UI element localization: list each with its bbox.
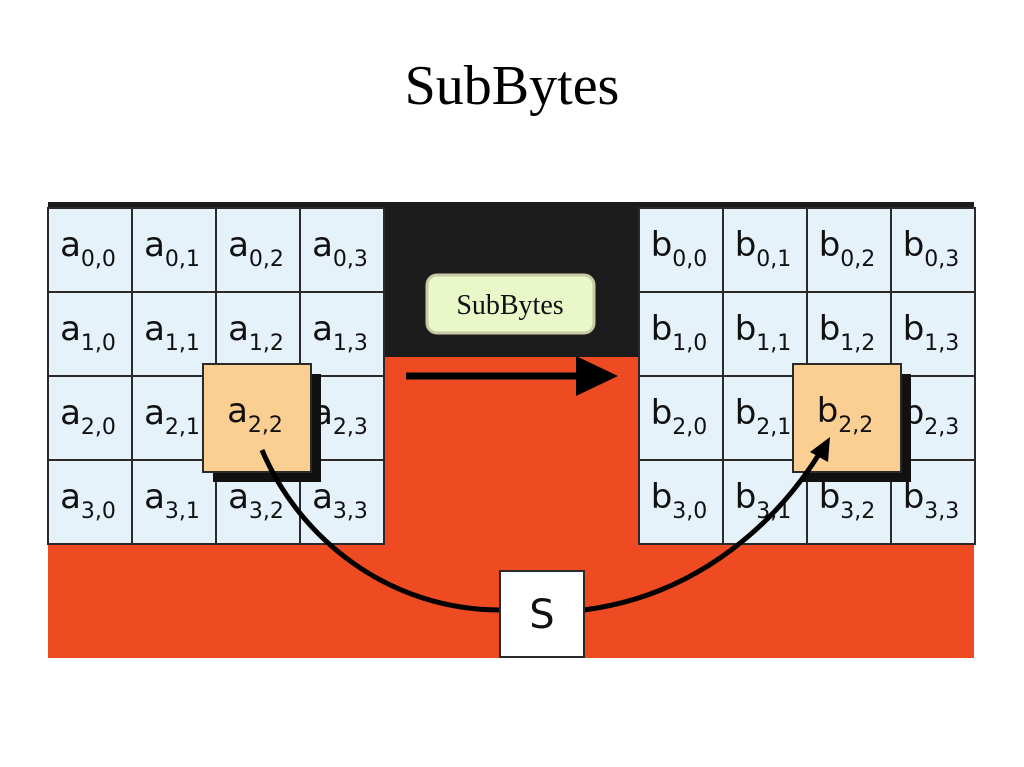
output-cell [638, 291, 724, 377]
input-cell [47, 459, 133, 545]
input-state-grid: a0,0 a0,1 a0,2 a0,3 a1,0 a1,1 a1,2 a1,3 a2,0 a2,1… [47, 207, 385, 545]
input-cell-label: a1,0 [60, 309, 116, 356]
output-cell-label: b1,0 [651, 309, 708, 356]
input-cell [47, 375, 133, 461]
input-cell [131, 459, 217, 545]
input-cell-label: a3,0 [60, 477, 116, 524]
input-cell-label: a3,3 [312, 477, 368, 524]
input-cell-label: a1,2 [228, 309, 284, 356]
output-highlight-cell: b2,2 [792, 363, 911, 482]
input-cell-label: a2,1 [144, 393, 200, 440]
input-cell-label: a1,1 [144, 309, 200, 356]
input-cell-label: a0,1 [144, 225, 200, 272]
output-cell-label: b2,0 [651, 393, 708, 440]
input-cell-label: a1,3 [312, 309, 368, 356]
output-cell-label: b1,1 [735, 309, 792, 356]
output-cell [722, 291, 808, 377]
output-cell [806, 207, 892, 293]
input-cell-label: a3,1 [144, 477, 200, 524]
output-cell-label: b2,1 [735, 393, 792, 440]
input-cell [299, 207, 385, 293]
output-cell-label: b0,3 [903, 225, 960, 272]
output-cell-label: b0,0 [651, 225, 708, 272]
input-cell [215, 291, 301, 377]
transform-arrow [406, 356, 618, 396]
input-highlight-cell: a2,2 [202, 363, 321, 482]
output-cell-label: b0,2 [819, 225, 876, 272]
input-cell-label: a0,3 [312, 225, 368, 272]
curve-arrowhead-icon [810, 437, 830, 462]
curve-from-sbox [583, 444, 827, 613]
input-cell-label: a0,2 [228, 225, 284, 272]
output-cell-label: b1,3 [903, 309, 960, 356]
output-cell [722, 207, 808, 293]
output-highlight-box [792, 363, 902, 473]
output-cell [890, 291, 976, 377]
input-highlight-label: a2,2 [227, 391, 283, 438]
curve-to-sbox [259, 449, 501, 613]
input-cell [47, 291, 133, 377]
input-cell-label: a3,2 [228, 477, 284, 524]
input-highlight-box [202, 363, 312, 473]
sbox-label: S [529, 592, 554, 638]
sbox: S [499, 570, 585, 658]
output-cell-label: b3,3 [903, 477, 960, 524]
top-edge [48, 202, 974, 207]
input-cell-label: a2,0 [60, 393, 116, 440]
operation-label: SubBytes [456, 290, 563, 321]
output-cell-label: b3,2 [819, 477, 876, 524]
output-cell-label: b3,0 [651, 477, 708, 524]
output-cell-label: b0,1 [735, 225, 792, 272]
operation-label-box: SubBytes [425, 273, 596, 335]
slide-title: SubBytes [404, 55, 620, 117]
input-cell-label: a0,0 [60, 225, 116, 272]
output-cell-label: b1,2 [819, 309, 876, 356]
output-highlight-label: b2,2 [817, 391, 874, 438]
output-cell [806, 291, 892, 377]
input-cell [299, 291, 385, 377]
